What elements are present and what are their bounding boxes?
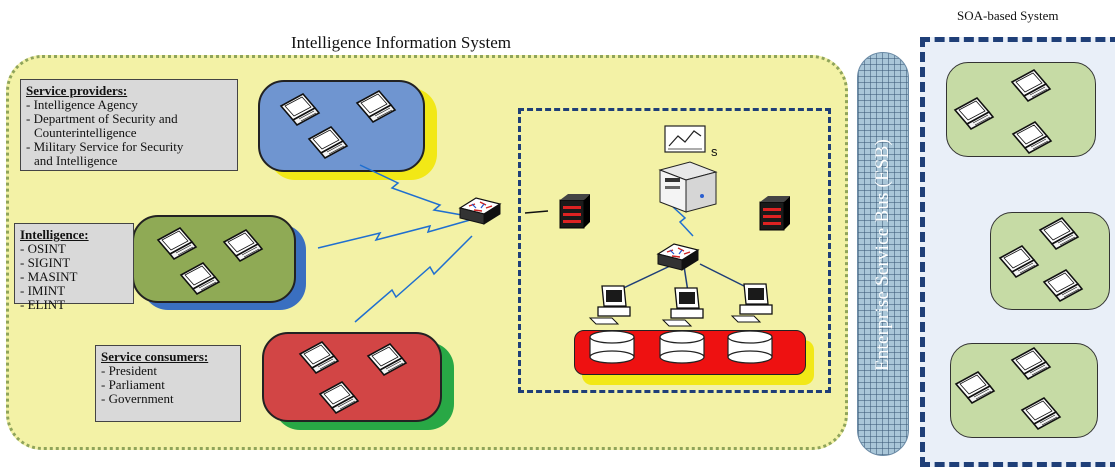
- desktop-computer-icon: [731, 283, 773, 323]
- database-disk-icon: [727, 330, 773, 364]
- server-label: s: [711, 144, 718, 159]
- provider-laptop-group: [258, 80, 425, 172]
- laptop-icon: [356, 90, 396, 123]
- laptop-icon: [954, 97, 994, 130]
- intelligence-heading: Intelligence:: [20, 227, 89, 242]
- service-providers-heading: Service providers:: [26, 83, 128, 98]
- intelligence-box: Intelligence: - OSINT - SIGINT - MASINT …: [14, 223, 134, 312]
- laptop-icon: [1039, 217, 1079, 250]
- laptop-icon: [280, 93, 320, 126]
- laptop-icon: [180, 262, 220, 295]
- service-providers-line: and Intelligence: [34, 153, 118, 168]
- intelligence-line: - SIGINT: [20, 255, 71, 270]
- laptop-icon: [299, 341, 339, 374]
- database-disk-icon: [659, 330, 705, 364]
- service-providers-line: - Military Service for Security: [26, 139, 184, 154]
- intelligence-line: - IMINT: [20, 283, 66, 298]
- firewall-icon: [759, 195, 791, 231]
- chart-document-icon: [664, 125, 706, 153]
- lightning-link-icon: [359, 164, 463, 216]
- intelligence-line: - MASINT: [20, 269, 78, 284]
- lightning-link-icon: [317, 219, 471, 249]
- soa-title: SOA-based System: [957, 8, 1059, 23]
- service-consumers-line: - Government: [101, 391, 174, 406]
- laptop-icon: [367, 343, 407, 376]
- main-title: Intelligence Information System: [291, 33, 511, 52]
- service-consumers-line: - President: [101, 363, 157, 378]
- laptop-icon: [308, 126, 348, 159]
- network-switch-icon: [459, 197, 501, 225]
- server-area: [518, 108, 831, 393]
- laptop-icon: [1043, 269, 1083, 302]
- service-providers-line: Counterintelligence: [34, 125, 137, 140]
- intelligence-line: - ELINT: [20, 297, 66, 312]
- laptop-icon: [157, 227, 197, 260]
- laptop-icon: [955, 371, 995, 404]
- network-switch-icon: [657, 243, 699, 271]
- laptop-icon: [999, 245, 1039, 278]
- firewall-icon: [559, 193, 591, 229]
- intelligence-line: - OSINT: [20, 241, 66, 256]
- laptop-icon: [1012, 121, 1052, 154]
- laptop-icon: [223, 229, 263, 262]
- service-consumers-heading: Service consumers:: [101, 349, 209, 364]
- laptop-icon: [1021, 397, 1061, 430]
- lightning-link-icon: [354, 235, 473, 323]
- laptop-icon: [319, 381, 359, 414]
- desktop-computer-icon: [589, 285, 631, 325]
- service-providers-box: Service providers: - Intelligence Agency…: [20, 79, 238, 171]
- server-icon: [658, 161, 718, 213]
- laptop-icon: [1011, 69, 1051, 102]
- desktop-computer-icon: [662, 287, 704, 327]
- consumer-laptop-group: [262, 332, 442, 422]
- service-consumers-line: - Parliament: [101, 377, 165, 392]
- service-providers-line: - Department of Security and: [26, 111, 178, 126]
- laptop-icon: [1011, 347, 1051, 380]
- lightning-link-icon: [672, 206, 694, 237]
- enterprise-service-bus: [857, 52, 909, 456]
- database-disk-icon: [589, 330, 635, 364]
- service-consumers-box: Service consumers: - President - Parliam…: [95, 345, 241, 422]
- service-providers-line: - Intelligence Agency: [26, 97, 138, 112]
